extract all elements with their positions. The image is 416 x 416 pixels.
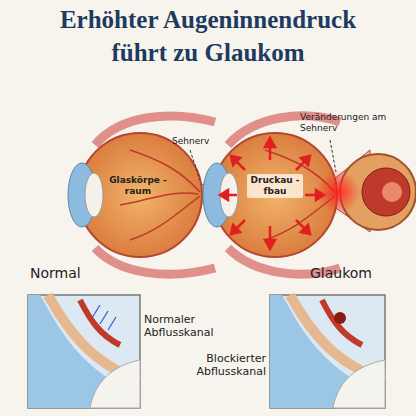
label: Sehnerv [172, 136, 232, 147]
label: Blockierter Abflusskanal [176, 352, 266, 378]
label: Normal [30, 265, 130, 282]
title: Erhöhter Augeninnendruck führt zu Glauko… [30, 4, 386, 69]
label: Glaukom [310, 265, 410, 282]
label: Glaskörpe -raum [107, 175, 169, 197]
label: Normaler Abflusskanal [144, 313, 254, 339]
label: Druckau -fbau [247, 174, 303, 198]
label: Veränderungen am Sehnerv [300, 112, 412, 134]
